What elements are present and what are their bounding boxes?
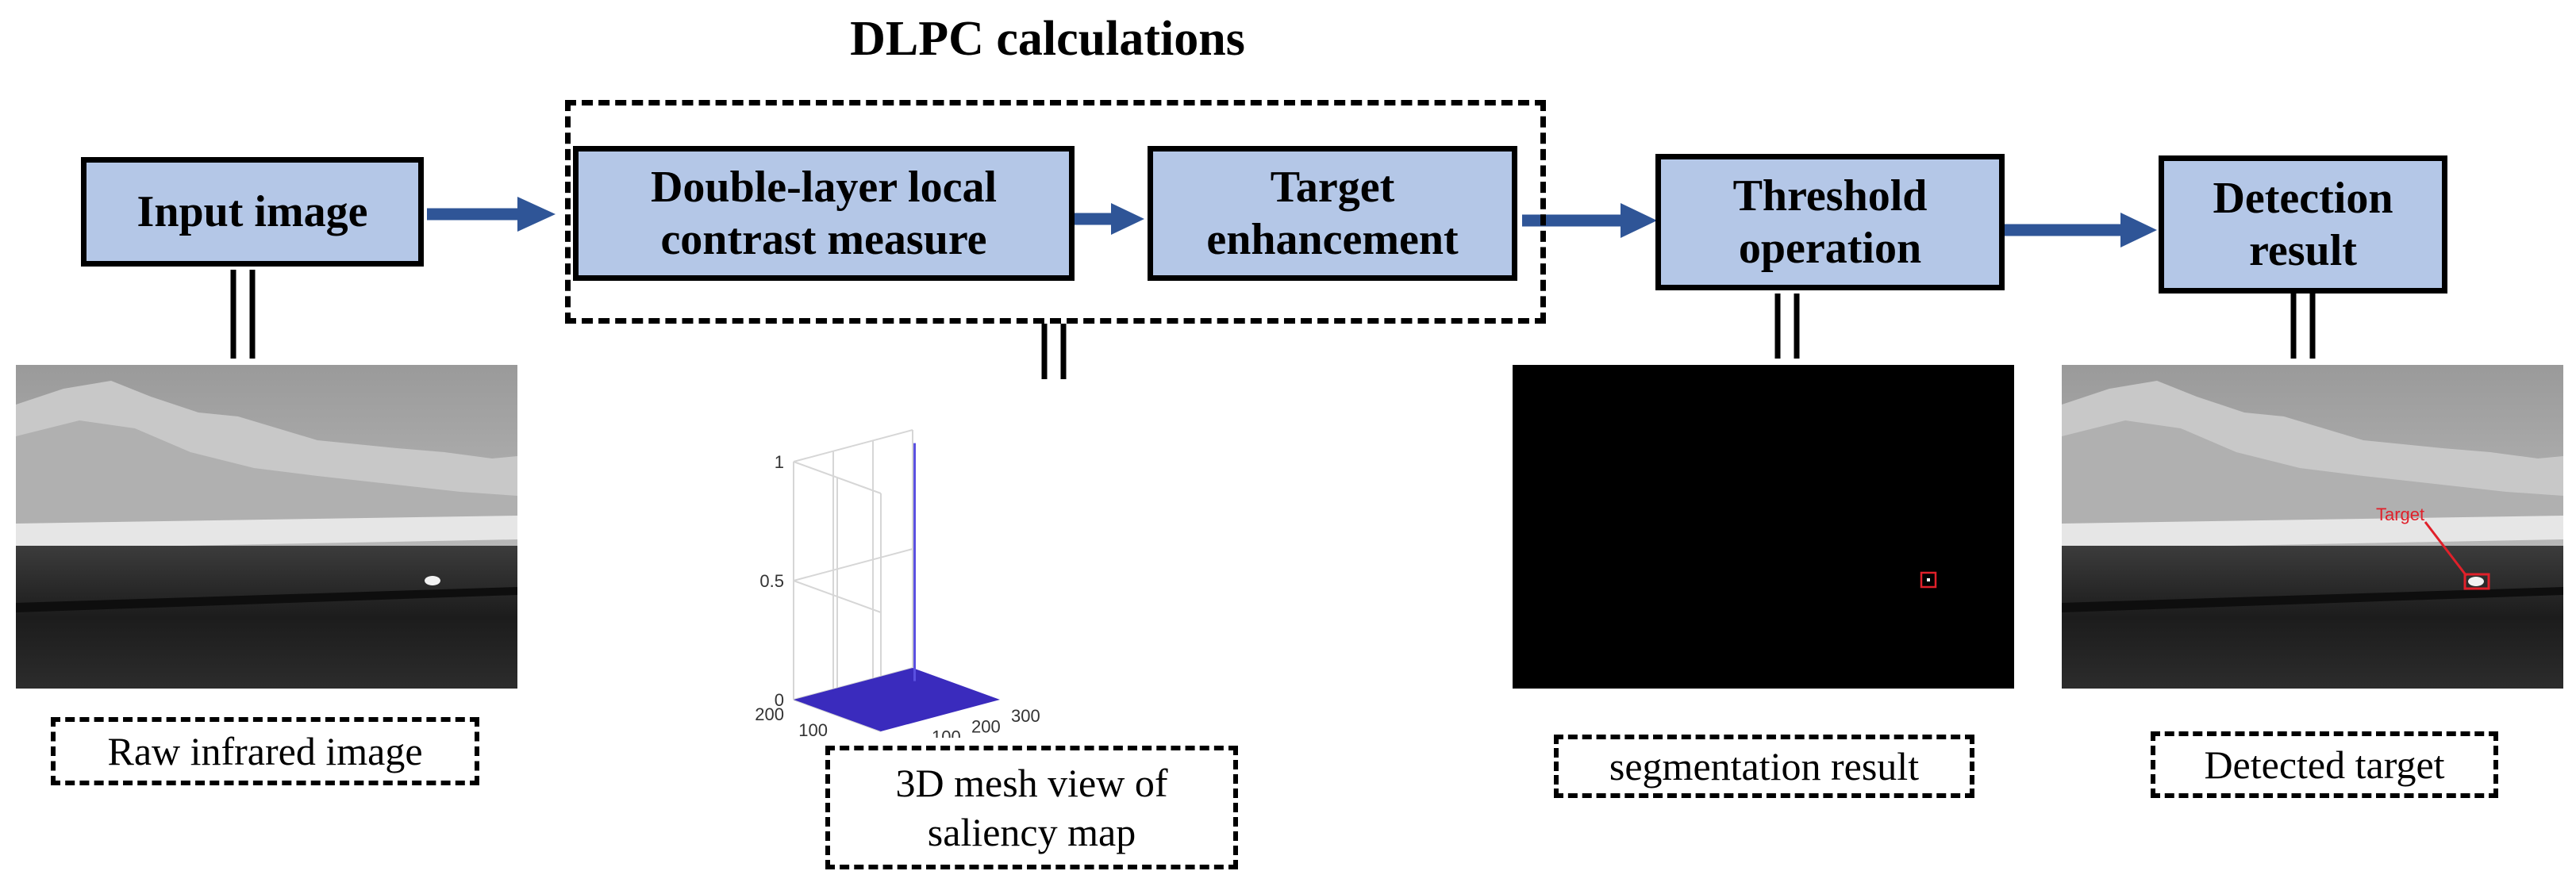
saliency-mesh-plot: 00.5101002003000100200: [755, 429, 1040, 738]
caption-detected-target: Detected target: [2151, 731, 2498, 798]
segmentation-image: [1513, 365, 2014, 689]
detection-result-box: Detection result: [2159, 155, 2447, 294]
raw-infrared-image: [16, 365, 517, 689]
target-label: Target: [2376, 505, 2424, 524]
double-line-input: [230, 270, 256, 359]
diagram-title: DLPC calculations: [850, 12, 1245, 66]
mesh-surface-plane: [794, 668, 1000, 731]
double-line-dlpc: [1041, 324, 1067, 379]
target-leader-line: [2424, 521, 2468, 577]
x-tick-label: 300: [1011, 706, 1040, 726]
z-tick-label: 1: [775, 452, 784, 472]
y-tick-label: 200: [755, 704, 784, 724]
double-line-threshold: [1774, 294, 1800, 359]
arrow-group-to-threshold: [1522, 203, 1657, 238]
dlpc-group: [565, 100, 1546, 324]
detection-bounding-box: [2463, 573, 2490, 590]
double-line-detection: [2290, 294, 2316, 359]
arrow-dlcm-to-enhancement: [1073, 203, 1144, 235]
y-tick-label: 100: [798, 720, 828, 738]
arrow-input-to-dlcm: [427, 197, 556, 232]
arrow-threshold-to-detection: [2005, 213, 2157, 247]
caption-segmentation-result: segmentation result: [1554, 735, 1974, 798]
caption-raw-infrared-image: Raw infrared image: [51, 717, 479, 785]
raw-target-blob: [425, 576, 440, 585]
caption-saliency-map: 3D mesh view of saliency map: [825, 746, 1238, 869]
x-tick-label: 200: [971, 716, 1001, 736]
y-tick-label: 0: [862, 736, 871, 738]
x-tick-label: 100: [932, 727, 961, 738]
z-tick-label: 0.5: [759, 571, 784, 591]
input-image-box: Input image: [81, 157, 424, 267]
dlcm-box: Double-layer local contrast measure: [573, 146, 1075, 281]
segmentation-target-marker: [1920, 571, 1937, 589]
detected-target-image: Target: [2062, 365, 2563, 689]
z-tick-label: 0: [775, 690, 784, 710]
target-enhancement-box: Target enhancement: [1148, 146, 1517, 281]
threshold-operation-box: Threshold operation: [1655, 154, 2005, 290]
